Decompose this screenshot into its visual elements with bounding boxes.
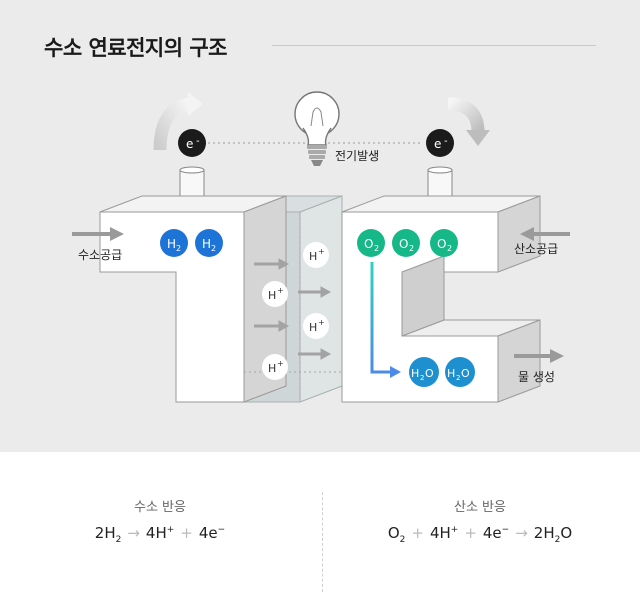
- svg-text:2: 2: [420, 374, 424, 382]
- fuel-cell-diagram: 전기발생 e - e -: [72, 91, 570, 403]
- cathode-block: [341, 195, 541, 403]
- svg-text:O: O: [364, 237, 373, 251]
- cathode-reaction-title: 산소 반응: [454, 500, 506, 515]
- svg-text:+: +: [318, 318, 325, 327]
- equation-operator: →: [515, 524, 528, 542]
- svg-text:H: H: [268, 362, 276, 375]
- oxygen-supply-arrow: [520, 227, 570, 241]
- anode-block: [99, 195, 287, 403]
- proton: H +: [262, 354, 288, 380]
- cathode-reaction-equation: O2 +4H+ +4e− → 2H2O: [320, 524, 640, 545]
- svg-text:H: H: [202, 237, 211, 251]
- cathode-reaction-panel: 산소 반응 O2 +4H+ +4e− → 2H2O: [320, 452, 640, 603]
- anode-reaction-equation: 2H2 → 4H+ +4e−: [0, 524, 320, 545]
- equation-operator: +: [180, 524, 193, 542]
- oxygen-supply-label: 산소공급: [514, 242, 558, 256]
- equation-term: 4e−: [482, 524, 510, 542]
- anode-reaction-panel: 수소 반응 2H2 → 4H+ +4e−: [0, 452, 320, 603]
- svg-text:2: 2: [456, 374, 460, 382]
- reaction-divider: [322, 492, 323, 592]
- guide-line: [244, 212, 342, 402]
- svg-text:-: -: [196, 136, 200, 147]
- oxygen-molecule: O 2: [392, 229, 420, 257]
- svg-text:O: O: [399, 237, 408, 251]
- svg-text:e: e: [186, 137, 193, 151]
- svg-text:2: 2: [176, 244, 181, 253]
- equation-operator: +: [464, 524, 477, 542]
- oxygen-molecule: O 2: [430, 229, 458, 257]
- title-rule: [272, 45, 596, 46]
- svg-text:2: 2: [409, 244, 414, 253]
- svg-text:H: H: [309, 250, 317, 263]
- proton: H +: [262, 281, 288, 307]
- equation-term: 4H+: [429, 524, 459, 542]
- proton: H +: [303, 242, 329, 268]
- diagram-area: 수소 연료전지의 구조: [0, 0, 640, 452]
- equation-term: 4e−: [198, 524, 226, 542]
- svg-text:+: +: [277, 286, 284, 295]
- svg-text:O: O: [461, 367, 470, 380]
- svg-text:+: +: [318, 247, 325, 256]
- water-out-arrow: [514, 349, 564, 363]
- svg-text:2: 2: [374, 244, 379, 253]
- electron-badge-right: e -: [426, 129, 454, 157]
- hydrogen-molecule: H 2: [195, 229, 223, 257]
- light-bulb-icon: [294, 91, 340, 166]
- water-out-label: 물 생성: [518, 370, 555, 384]
- svg-text:+: +: [277, 359, 284, 368]
- equation-term: 2H2O: [533, 524, 573, 545]
- electron-badge-left: e -: [178, 129, 206, 157]
- reaction-flow-arrow: [370, 262, 401, 378]
- equation-term: O2: [387, 524, 406, 545]
- proton: H +: [303, 313, 329, 339]
- electricity-label: 전기발생: [335, 149, 379, 163]
- svg-text:e: e: [434, 137, 441, 151]
- svg-text:-: -: [444, 136, 448, 147]
- equation-term: 2H2: [94, 524, 122, 545]
- svg-text:H: H: [411, 367, 419, 380]
- water-molecule: H 2 O: [409, 357, 439, 387]
- hydrogen-supply-label: 수소공급: [78, 248, 122, 262]
- svg-text:O: O: [437, 237, 446, 251]
- hydrogen-supply-arrow: [72, 227, 124, 241]
- svg-text:H: H: [447, 367, 455, 380]
- equation-term: 4H+: [145, 524, 175, 542]
- equation-operator: +: [411, 524, 424, 542]
- oxygen-molecule: O 2: [357, 229, 385, 257]
- svg-text:2: 2: [211, 244, 216, 253]
- electron-flow-arrow-left: [153, 92, 203, 151]
- water-molecule: H 2 O: [445, 357, 475, 387]
- equation-operator: →: [127, 524, 140, 542]
- svg-text:H: H: [309, 321, 317, 334]
- svg-text:O: O: [425, 367, 434, 380]
- proton-flow-arrows: [254, 258, 332, 360]
- hydrogen-molecule: H 2: [160, 229, 188, 257]
- svg-text:H: H: [167, 237, 176, 251]
- electron-flow-arrow-right: [447, 97, 490, 146]
- page-title: 수소 연료전지의 구조: [44, 36, 228, 60]
- svg-text:H: H: [268, 289, 276, 302]
- anode-reaction-title: 수소 반응: [134, 500, 186, 515]
- reactions-area: 수소 반응 2H2 → 4H+ +4e− 산소 반응 O2 +4H+ +4e− → 2H2O: [0, 452, 640, 603]
- svg-text:2: 2: [447, 244, 452, 253]
